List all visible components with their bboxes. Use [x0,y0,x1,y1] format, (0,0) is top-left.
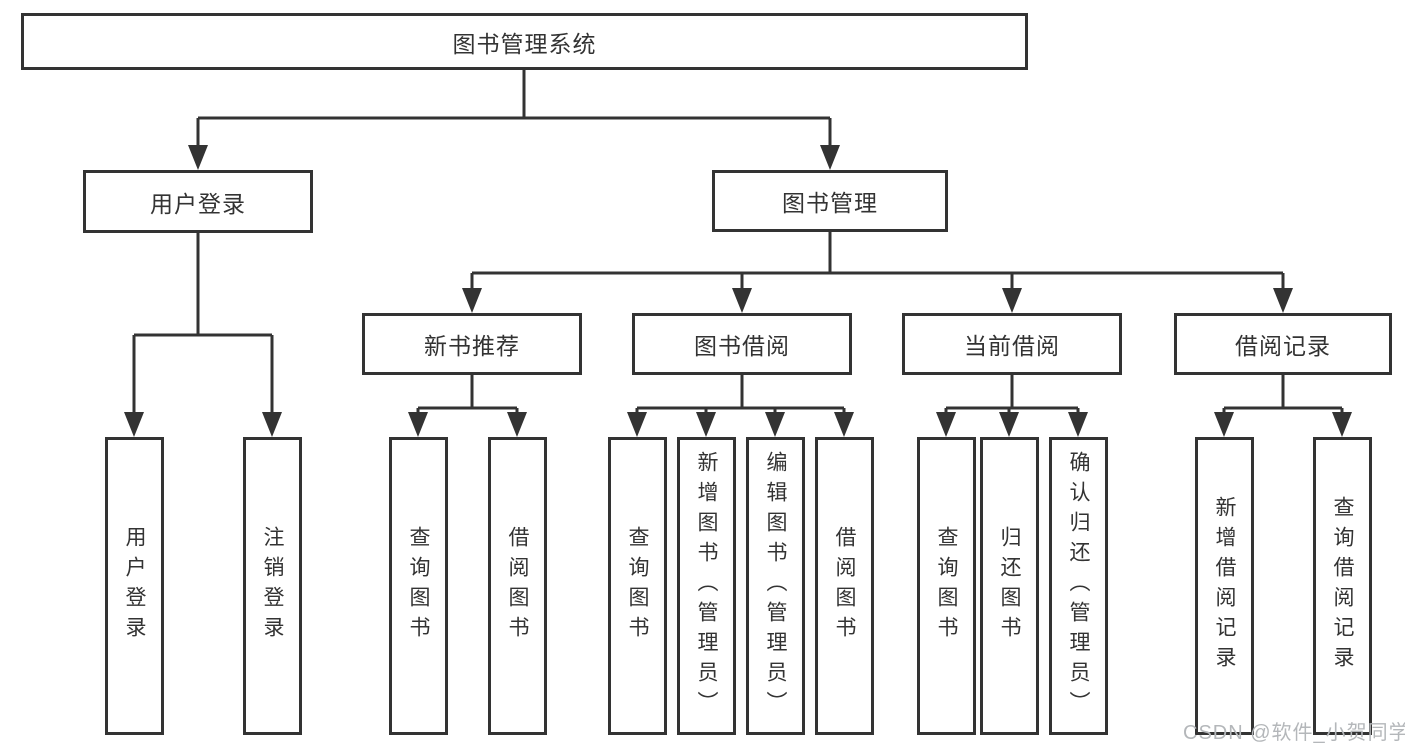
node-leaf-cb-return-book-label: 归还图书 [998,526,1021,646]
node-book-mgmt: 图书管理 [712,170,948,232]
node-book-borrow: 图书借阅 [632,313,852,375]
node-leaf-bb-add-book: 新增图书（管理员） [677,437,736,735]
node-new-book-rec: 新书推荐 [362,313,582,375]
node-leaf-br-search-record: 查询借阅记录 [1313,437,1372,735]
node-leaf-cb-confirm-return-label: 确认归还（管理员） [1067,451,1090,721]
node-leaf-br-add-record: 新增借阅记录 [1195,437,1254,735]
node-leaf-nbr-search-book: 查询图书 [389,437,448,735]
node-leaf-cb-return-book: 归还图书 [980,437,1039,735]
node-leaf-logout-label: 注销登录 [261,526,284,646]
node-leaf-cb-search-book-label: 查询图书 [935,526,958,646]
node-leaf-bb-borrow-book: 借阅图书 [815,437,874,735]
node-leaf-nbr-borrow-book-label: 借阅图书 [506,526,529,646]
node-leaf-logout: 注销登录 [243,437,302,735]
csdn-watermark: CSDN @软件_小贺同学 [1183,722,1405,744]
node-new-book-rec-label: 新书推荐 [424,333,520,359]
node-book-borrow-label: 图书借阅 [694,333,790,359]
node-leaf-br-add-record-label: 新增借阅记录 [1213,496,1236,676]
arrowhead-icons [124,145,1352,437]
node-user-login: 用户登录 [83,170,313,233]
node-leaf-bb-add-book-label: 新增图书（管理员） [695,451,718,721]
node-leaf-cb-confirm-return: 确认归还（管理员） [1049,437,1108,735]
node-leaf-nbr-search-book-label: 查询图书 [407,526,430,646]
node-leaf-nbr-borrow-book: 借阅图书 [488,437,547,735]
node-book-mgmt-label: 图书管理 [782,190,878,216]
node-borrow-records: 借阅记录 [1174,313,1392,375]
node-leaf-bb-borrow-book-label: 借阅图书 [833,526,856,646]
node-leaf-user-login-label: 用户登录 [123,526,146,646]
connector-lines [132,70,1344,415]
node-leaf-bb-edit-book-label: 编辑图书（管理员） [764,451,787,721]
node-leaf-bb-edit-book: 编辑图书（管理员） [746,437,805,735]
node-root-label: 图书管理系统 [452,30,597,57]
node-leaf-bb-search-book-label: 查询图书 [626,526,649,646]
node-user-login-label: 用户登录 [150,190,246,217]
node-leaf-user-login: 用户登录 [105,437,164,735]
node-current-borrow: 当前借阅 [902,313,1122,375]
node-leaf-bb-search-book: 查询图书 [608,437,667,735]
node-leaf-cb-search-book: 查询图书 [917,437,976,735]
node-leaf-br-search-record-label: 查询借阅记录 [1331,496,1354,676]
node-root: 图书管理系统 [21,13,1028,70]
node-borrow-records-label: 借阅记录 [1235,333,1331,359]
node-current-borrow-label: 当前借阅 [964,333,1060,359]
